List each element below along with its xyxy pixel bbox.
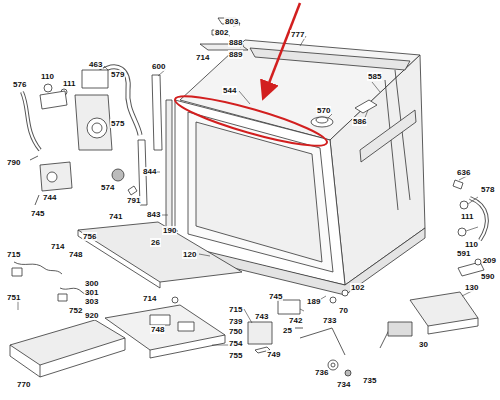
callout-number: 888 [228, 38, 243, 47]
callout-number: 120 [182, 250, 197, 259]
callout-number: 26 [150, 238, 161, 247]
callout-number: 579 [110, 70, 125, 79]
callout-number: 303 [84, 297, 99, 306]
callout-number: 741 [108, 212, 123, 221]
callout-number: 770 [16, 380, 31, 389]
callout-number: 714 [195, 53, 210, 62]
callout-number: 777 [290, 30, 305, 39]
callout-number: 636 [456, 168, 471, 177]
callout-number: 111 [62, 79, 76, 88]
callout-number: 578 [480, 185, 495, 194]
callout-number: 803 [224, 17, 239, 26]
callout-number: 190 [162, 226, 177, 235]
callout-number: 209 [482, 256, 497, 265]
callout-number: 30 [418, 340, 429, 349]
callout-number: 752 [68, 306, 83, 315]
callout-number: 754 [228, 339, 243, 348]
callout-number: 570 [316, 106, 331, 115]
callout-number: 591 [456, 249, 471, 258]
callout-number: 755 [228, 351, 243, 360]
callout-number: 189 [306, 297, 321, 306]
callout-number: 544 [222, 86, 237, 95]
callout-number: 300 [84, 279, 99, 288]
callout-number: 843 [146, 210, 161, 219]
callout-number: 714 [50, 242, 65, 251]
callout-number: 111 [460, 212, 474, 221]
callout-number: 733 [322, 316, 337, 325]
callout-number: 590 [480, 272, 495, 281]
callout-number: 889 [228, 50, 243, 59]
callout-number: 586 [352, 117, 367, 126]
callout-number: 130 [464, 283, 479, 292]
callout-number: 745 [268, 292, 283, 301]
callout-number: 749 [266, 350, 281, 359]
callout-number: 745 [30, 209, 45, 218]
callout-number: 739 [228, 317, 243, 326]
callout-number: 600 [151, 62, 166, 71]
callout-number: 110 [464, 240, 479, 249]
callout-number: 920 [84, 311, 99, 320]
callout-number: 70 [338, 306, 349, 315]
callout-number: 575 [110, 119, 125, 128]
callout-number: 585 [367, 72, 382, 81]
callout-number: 110 [40, 72, 55, 81]
callout-number: 714 [142, 294, 157, 303]
callout-number: 25 [282, 326, 293, 335]
callout-number: 748 [68, 250, 83, 259]
callout-number: 463 [88, 60, 103, 69]
callout-number: 802 [214, 28, 229, 37]
callout-number: 715 [228, 305, 243, 314]
callout-number: 751 [6, 293, 21, 302]
callout-number: 736 [314, 368, 329, 377]
callout-number: 734 [336, 380, 351, 389]
callout-number: 844 [142, 167, 157, 176]
callout-number: 791 [126, 196, 141, 205]
callout-number: 742 [288, 316, 303, 325]
callout-number: 748 [150, 325, 165, 334]
callout-number: 102 [350, 283, 365, 292]
callout-number: 574 [100, 183, 115, 192]
callout-number: 750 [228, 327, 243, 336]
callout-number: 743 [254, 312, 269, 321]
callout-number: 301 [84, 288, 99, 297]
callout-number: 790 [6, 158, 21, 167]
callout-number: 576 [12, 80, 27, 89]
callout-number: 744 [42, 193, 57, 202]
callout-number: 756 [82, 232, 97, 241]
callout-number: 715 [6, 250, 21, 259]
callout-number: 735 [362, 376, 377, 385]
